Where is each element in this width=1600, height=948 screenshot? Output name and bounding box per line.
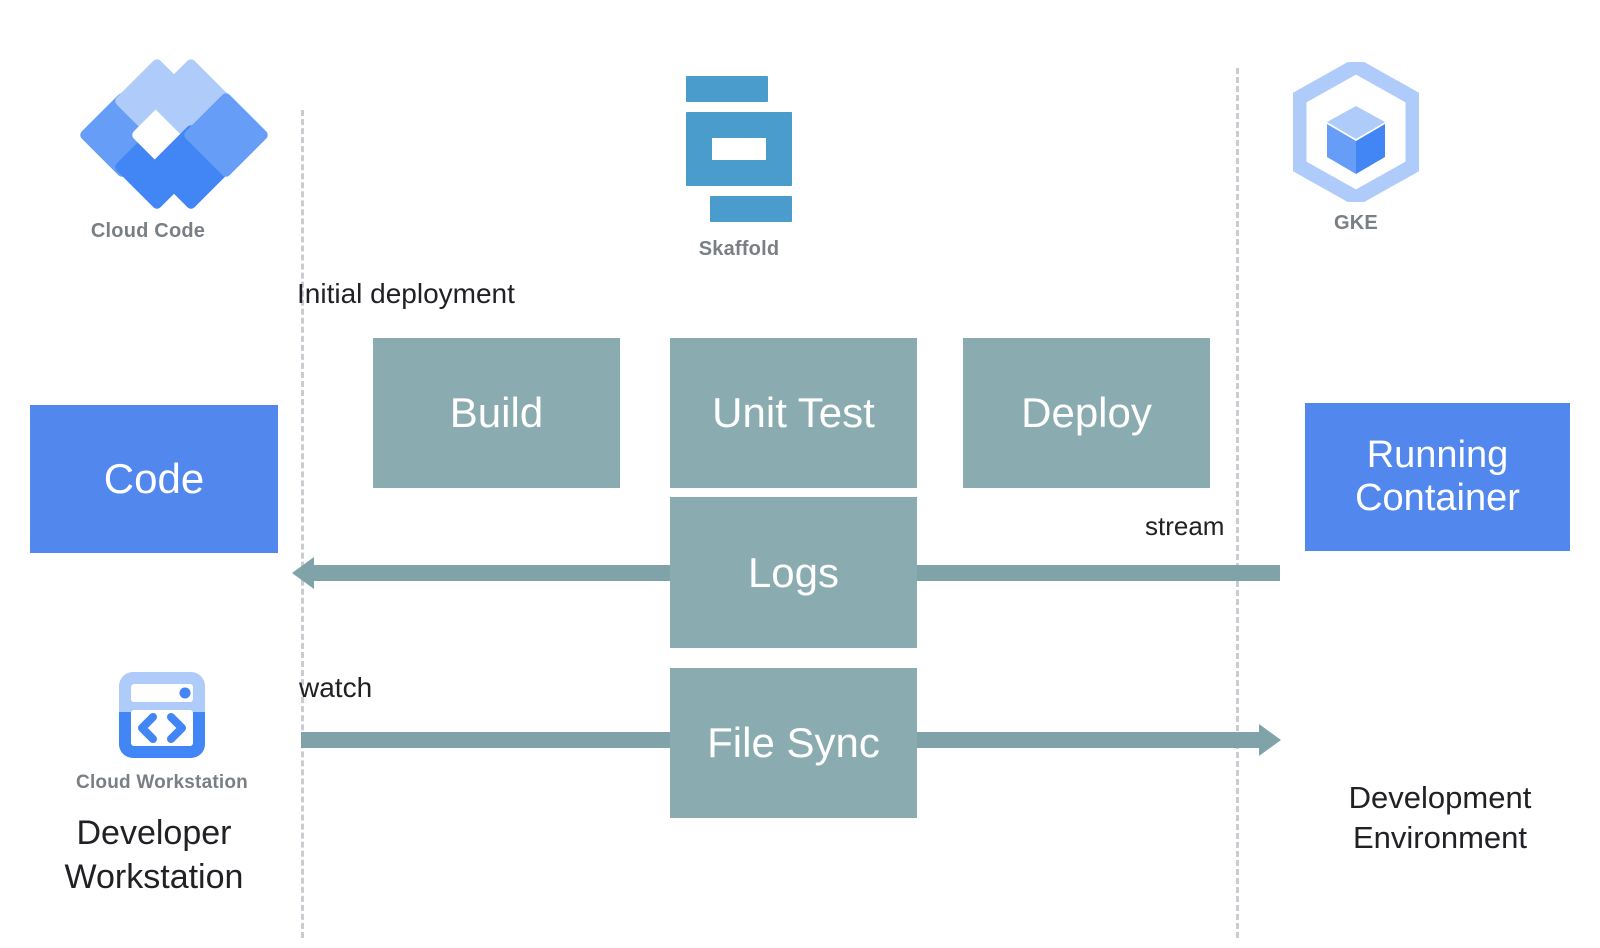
lane-caption-developer-workstation-line2: Workstation	[64, 857, 244, 896]
stream-label-file-sync: File Sync	[707, 719, 880, 767]
lane-caption-developer-workstation-line1: Developer	[76, 814, 232, 852]
gke-hexagon-cube-svg	[1291, 57, 1421, 207]
lane-caption-developer-workstation: Developer Workstation	[20, 812, 288, 899]
logo-caption-cloud-code: Cloud Code	[90, 220, 206, 242]
logo-caption-gke: GKE	[1334, 212, 1378, 234]
stream-box-logs[interactable]: Logs	[670, 497, 917, 648]
endpoint-running-container-box[interactable]: Running Container	[1305, 403, 1570, 551]
endpoint-running-container-label-line1: Running	[1366, 434, 1509, 477]
lane-caption-development-environment-line2: Environment	[1352, 819, 1528, 855]
cloud-code-icon	[72, 57, 270, 211]
endpoint-code-label: Code	[103, 455, 205, 503]
pipeline-box-deploy[interactable]: Deploy	[963, 338, 1210, 488]
pipeline-box-unit-test[interactable]: Unit Test	[670, 338, 917, 488]
logo-cloud-code: Cloud Code	[68, 57, 270, 243]
pipeline-label-build: Build	[449, 389, 544, 437]
pipeline-box-build[interactable]: Build	[373, 338, 620, 488]
stream-box-file-sync[interactable]: File Sync	[670, 668, 917, 818]
logo-skaffold: Skaffold	[678, 70, 800, 261]
cloud-workstation-icon	[115, 668, 209, 762]
logo-caption-cloud-workstation: Cloud Workstation	[76, 772, 248, 793]
skaffold-icon	[678, 70, 800, 222]
endpoint-code-box[interactable]: Code	[30, 405, 278, 553]
code-window-icon-svg	[119, 672, 205, 758]
pipeline-label-unit-test: Unit Test	[712, 389, 875, 437]
logo-cloud-workstation: Cloud Workstation	[62, 668, 262, 794]
pipeline-label-deploy: Deploy	[1021, 389, 1152, 437]
lane-caption-development-environment: Development Environment	[1300, 778, 1580, 857]
swimlane-divider-left	[301, 110, 304, 938]
logs-arrow-head-left	[292, 557, 314, 589]
lane-caption-development-environment-line1: Development	[1348, 780, 1532, 815]
endpoint-running-container-label-line2: Container	[1355, 477, 1520, 519]
file-sync-arrow-head-right	[1259, 724, 1281, 756]
logo-caption-skaffold: Skaffold	[698, 238, 780, 260]
stream-label-logs: Logs	[747, 548, 840, 596]
flow-label-initial-deployment: Initial deployment	[297, 278, 515, 309]
swimlane-divider-right	[1236, 68, 1239, 938]
gke-icon	[1291, 57, 1421, 207]
flow-label-watch: watch	[299, 672, 373, 703]
flow-label-stream: stream	[1145, 511, 1225, 541]
logo-gke: GKE	[1291, 57, 1421, 235]
